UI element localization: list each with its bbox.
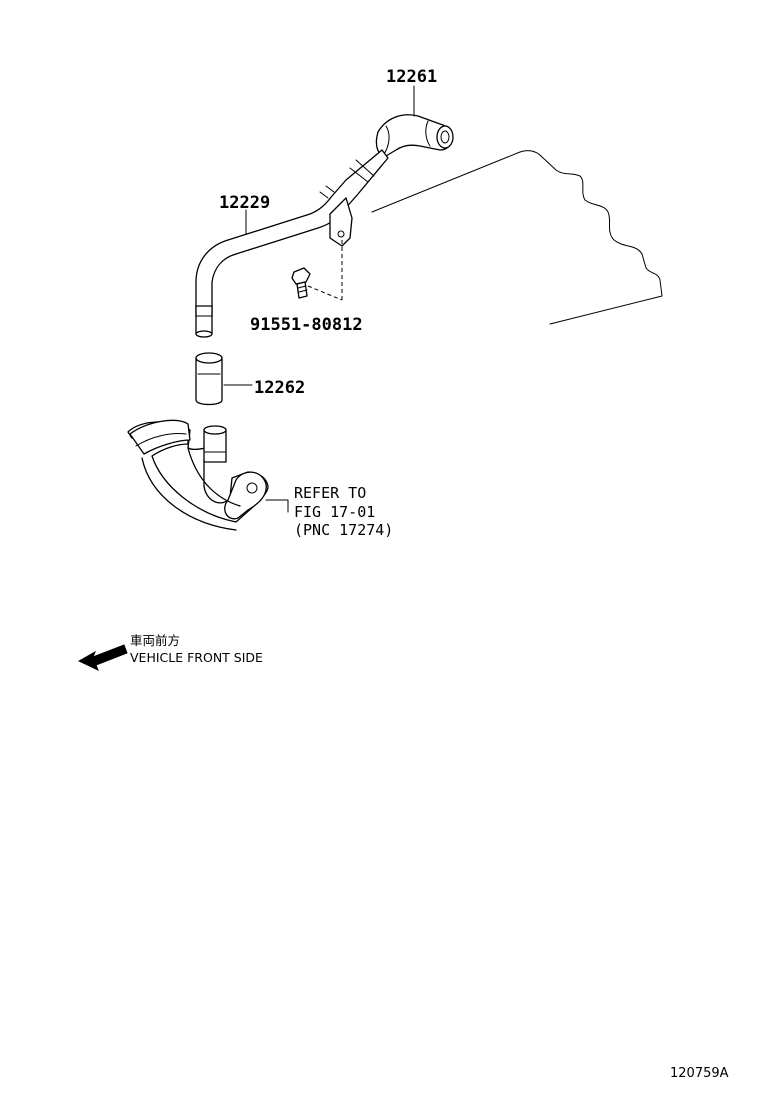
- hose-12262[interactable]: [195, 352, 223, 406]
- label-12261: 12261: [386, 67, 437, 87]
- illustration-id: 120759A: [670, 1066, 729, 1081]
- refer-line-2: FIG 17-01: [294, 503, 375, 521]
- front-direction-arrow-icon: [77, 644, 128, 671]
- leader-refer: [265, 499, 289, 513]
- intake-duct: [127, 419, 269, 531]
- direction-english: VEHICLE FRONT SIDE: [130, 650, 263, 665]
- pipe-12229[interactable]: [195, 149, 389, 338]
- hose-12261[interactable]: [375, 114, 454, 157]
- refer-line-3: (PNC 17274): [294, 521, 393, 539]
- label-12229: 12229: [219, 193, 270, 213]
- label-12262: 12262: [254, 378, 305, 398]
- bolt-alignment-line-2: [307, 285, 343, 301]
- engine-cover-outline: [371, 150, 663, 325]
- label-91551-80812: 91551-80812: [250, 315, 363, 335]
- direction-japanese: 車両前方: [130, 633, 180, 648]
- refer-line-1: REFER TO: [294, 484, 366, 502]
- bolt-91551-80812[interactable]: [291, 267, 311, 299]
